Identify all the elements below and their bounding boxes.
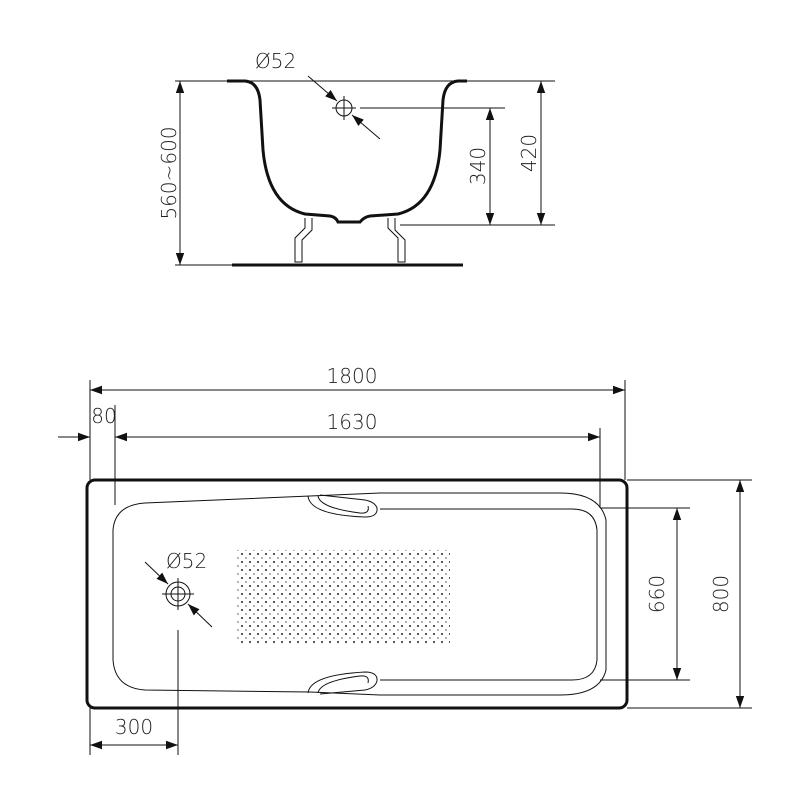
drain-offset-label: 300 [115,715,153,739]
width-label: 800 [709,575,733,613]
handle-bottom [307,671,378,695]
drain-height-label: 340 [466,147,490,185]
tub-bottom-outline [380,508,598,681]
top-view: Ø52 1800 1630 80 660 800 300 [58,364,752,755]
side-view: Ø52 560~600 340 420 [157,49,555,267]
inner-width-label: 660 [645,575,669,613]
anti-slip-mat-pattern [237,550,450,645]
drain-dim-arrow [307,75,338,102]
length-label: 1800 [327,364,378,388]
depth-label: 420 [517,134,541,172]
top-drain-diameter-label: Ø52 [166,549,207,573]
handle-top [307,494,378,518]
drain-symbol [332,96,356,120]
tub-outer-rim [85,478,629,710]
tub-legs [294,218,406,263]
drain-dim-arrow [187,603,213,628]
tub-inner-basin [112,492,607,696]
drain-symbol [162,578,194,610]
inner-length-label: 1630 [327,410,378,434]
drain-dim-arrow [351,114,381,140]
total-height-label: 560~600 [157,126,181,219]
tub-cross-section [227,79,467,224]
rim-offset-label: 80 [91,404,116,428]
drain-dim-arrow [144,561,169,585]
side-drain-diameter-label: Ø52 [255,49,296,73]
